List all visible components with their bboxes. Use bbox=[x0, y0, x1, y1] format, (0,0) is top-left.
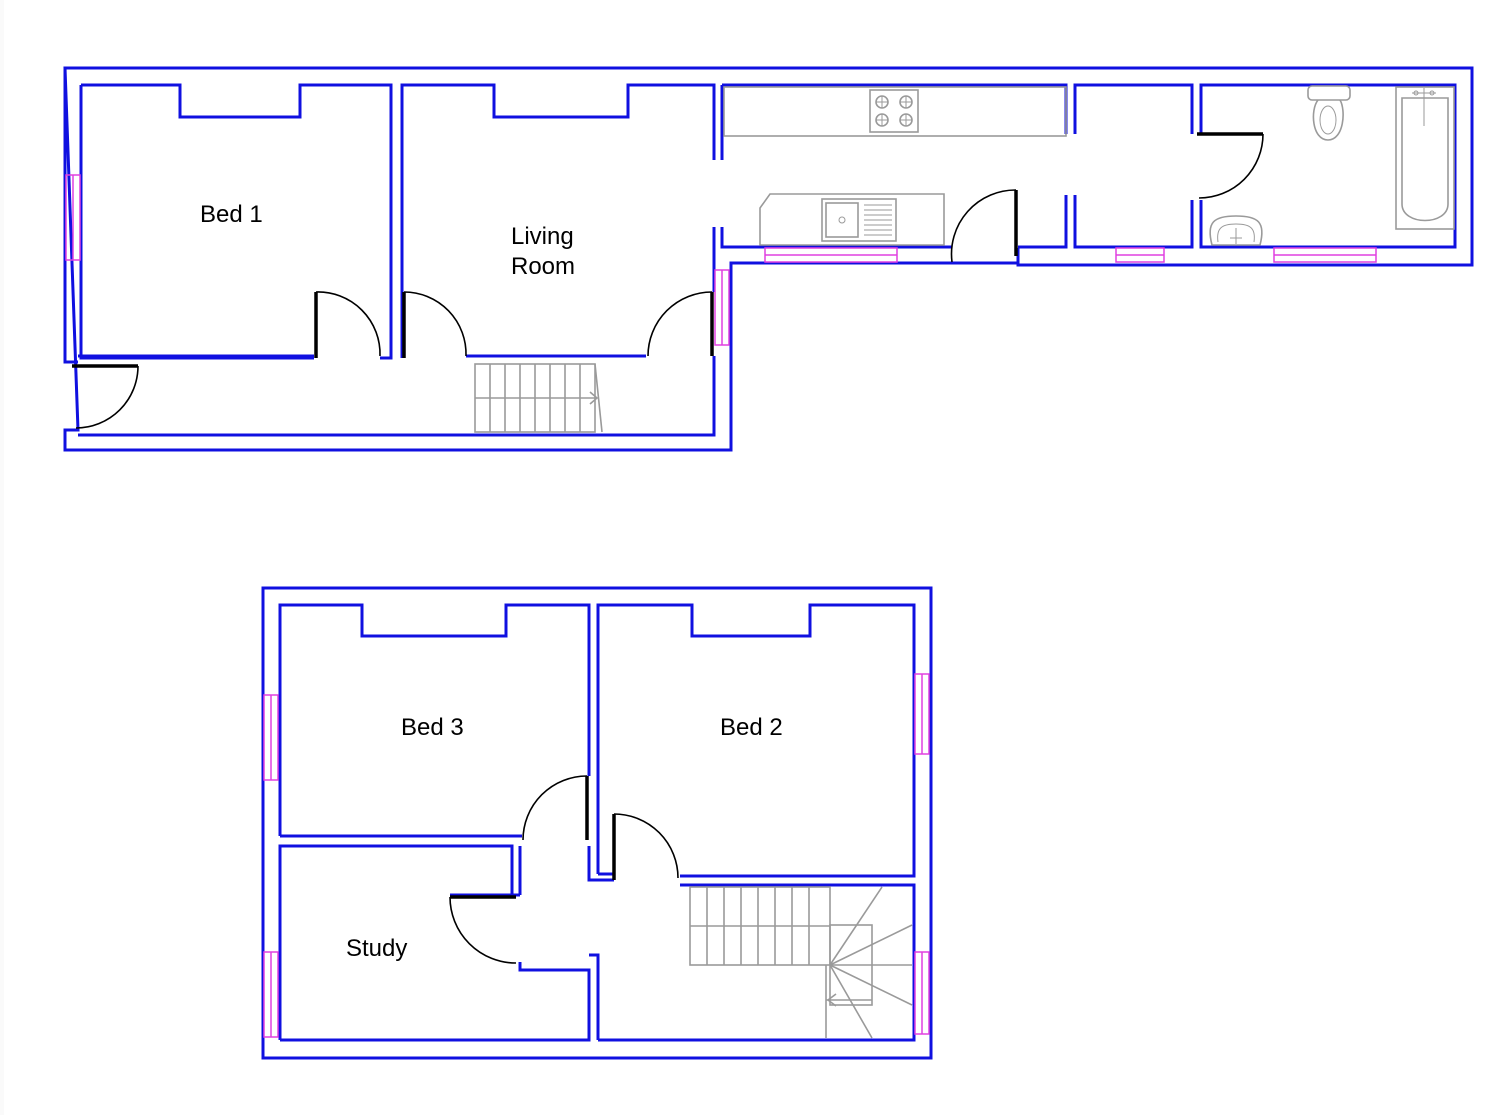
first-floor-outer-wall bbox=[261, 586, 933, 1060]
ground-floor-stairs bbox=[474, 363, 603, 433]
bed-2-walls bbox=[596, 603, 916, 878]
ground-floor bbox=[63, 66, 1474, 452]
ground-floor-outer-wall bbox=[63, 66, 1474, 452]
first-floor-stairs bbox=[689, 886, 913, 1039]
ground-floor-inner-face bbox=[78, 356, 716, 437]
ground-floor-doors bbox=[72, 132, 1264, 429]
bed-3-walls bbox=[278, 603, 591, 838]
landing-walls bbox=[587, 846, 916, 1042]
sink-icon bbox=[821, 198, 897, 242]
first-floor-doors bbox=[449, 775, 679, 964]
bath-icon bbox=[1395, 86, 1455, 230]
bathroom-fixtures bbox=[1209, 85, 1455, 246]
ground-floor-windows bbox=[65, 174, 1377, 346]
worktop bbox=[723, 86, 1067, 137]
kitchen-fixtures bbox=[723, 86, 1067, 246]
room-label-bed-2: Bed 2 bbox=[720, 714, 783, 741]
washbasin-icon bbox=[1209, 215, 1263, 246]
bathroom-walls bbox=[1199, 83, 1457, 249]
room-label-study: Study bbox=[346, 935, 408, 962]
bed-1-walls bbox=[79, 83, 393, 360]
first-floor-windows bbox=[263, 673, 930, 1038]
room-label-bed-1: Bed 1 bbox=[200, 201, 263, 228]
living-room-walls bbox=[400, 83, 716, 358]
plan-paper bbox=[4, 0, 1501, 1115]
room-label-bed-3: Bed 3 bbox=[401, 714, 464, 741]
ground-floor-outer-wall-front bbox=[63, 68, 78, 364]
kitchen-walls bbox=[720, 83, 1068, 249]
toilet-icon bbox=[1307, 85, 1351, 101]
hall-walls bbox=[1073, 83, 1194, 249]
first-floor bbox=[261, 586, 933, 1060]
study-walls bbox=[278, 844, 591, 1042]
room-label-living-room: Living Room bbox=[511, 223, 576, 280]
sink-worktop bbox=[759, 193, 945, 246]
hob-icon bbox=[869, 89, 919, 133]
